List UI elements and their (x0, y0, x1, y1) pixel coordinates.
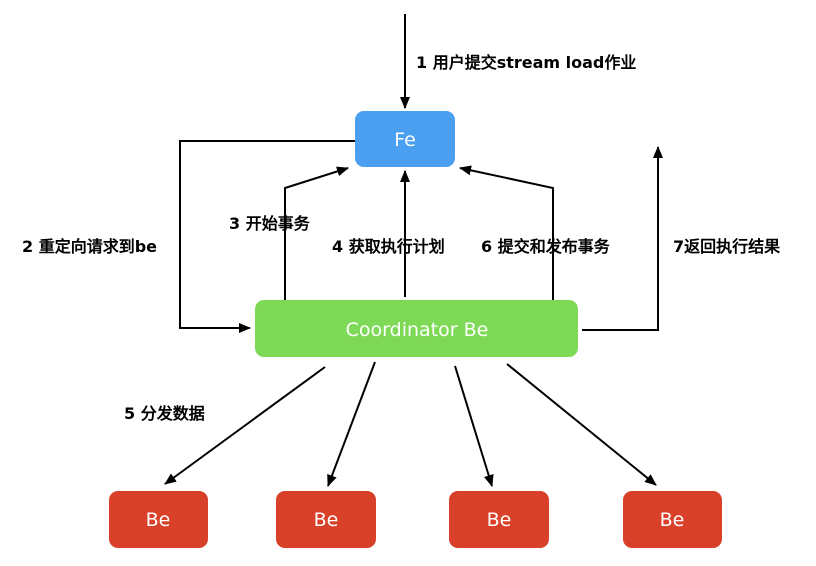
arrow-step3-begin-txn (284, 166, 349, 300)
node-be-2-label: Be (314, 509, 339, 531)
node-be-3-label: Be (487, 509, 512, 531)
node-be-3-box (449, 491, 549, 548)
label-step7: 7返回执行结果 (673, 237, 780, 256)
label-step5: 5 分发数据 (124, 404, 205, 423)
arrow-step6-commit (459, 165, 554, 300)
arrow-step5-to-be4 (506, 363, 657, 486)
node-be-3[interactable]: Be (449, 491, 549, 548)
arrow-step5-to-be1 (164, 366, 326, 485)
node-be-4-box (623, 491, 722, 548)
node-fe-box (355, 111, 455, 167)
arrow-step5-to-be2 (327, 361, 376, 487)
arrow-step2-redirect (179, 140, 355, 333)
label-step4: 4 获取执行计划 (332, 237, 445, 256)
arrow-step7-return (582, 146, 663, 331)
node-be-2[interactable]: Be (276, 491, 376, 548)
node-coordinator-box (255, 300, 578, 357)
node-coordinator-label: Coordinator Be (346, 319, 489, 341)
label-step3: 3 开始事务 (229, 214, 311, 233)
node-be-1-label: Be (146, 509, 171, 531)
node-fe[interactable]: Fe (355, 111, 455, 167)
label-step6: 6 提交和发布事务 (481, 237, 611, 256)
node-be-1-box (109, 491, 208, 548)
node-be-4-label: Be (660, 509, 685, 531)
arrow-step5-to-be3 (454, 365, 494, 487)
node-be-2-box (276, 491, 376, 548)
node-be-1[interactable]: Be (109, 491, 208, 548)
node-coordinator-be[interactable]: Coordinator Be (255, 300, 578, 357)
label-step2: 2 重定向请求到be (22, 237, 157, 256)
node-fe-label: Fe (394, 129, 416, 151)
label-step1: 1 用户提交stream load作业 (416, 53, 636, 72)
node-be-4[interactable]: Be (623, 491, 722, 548)
